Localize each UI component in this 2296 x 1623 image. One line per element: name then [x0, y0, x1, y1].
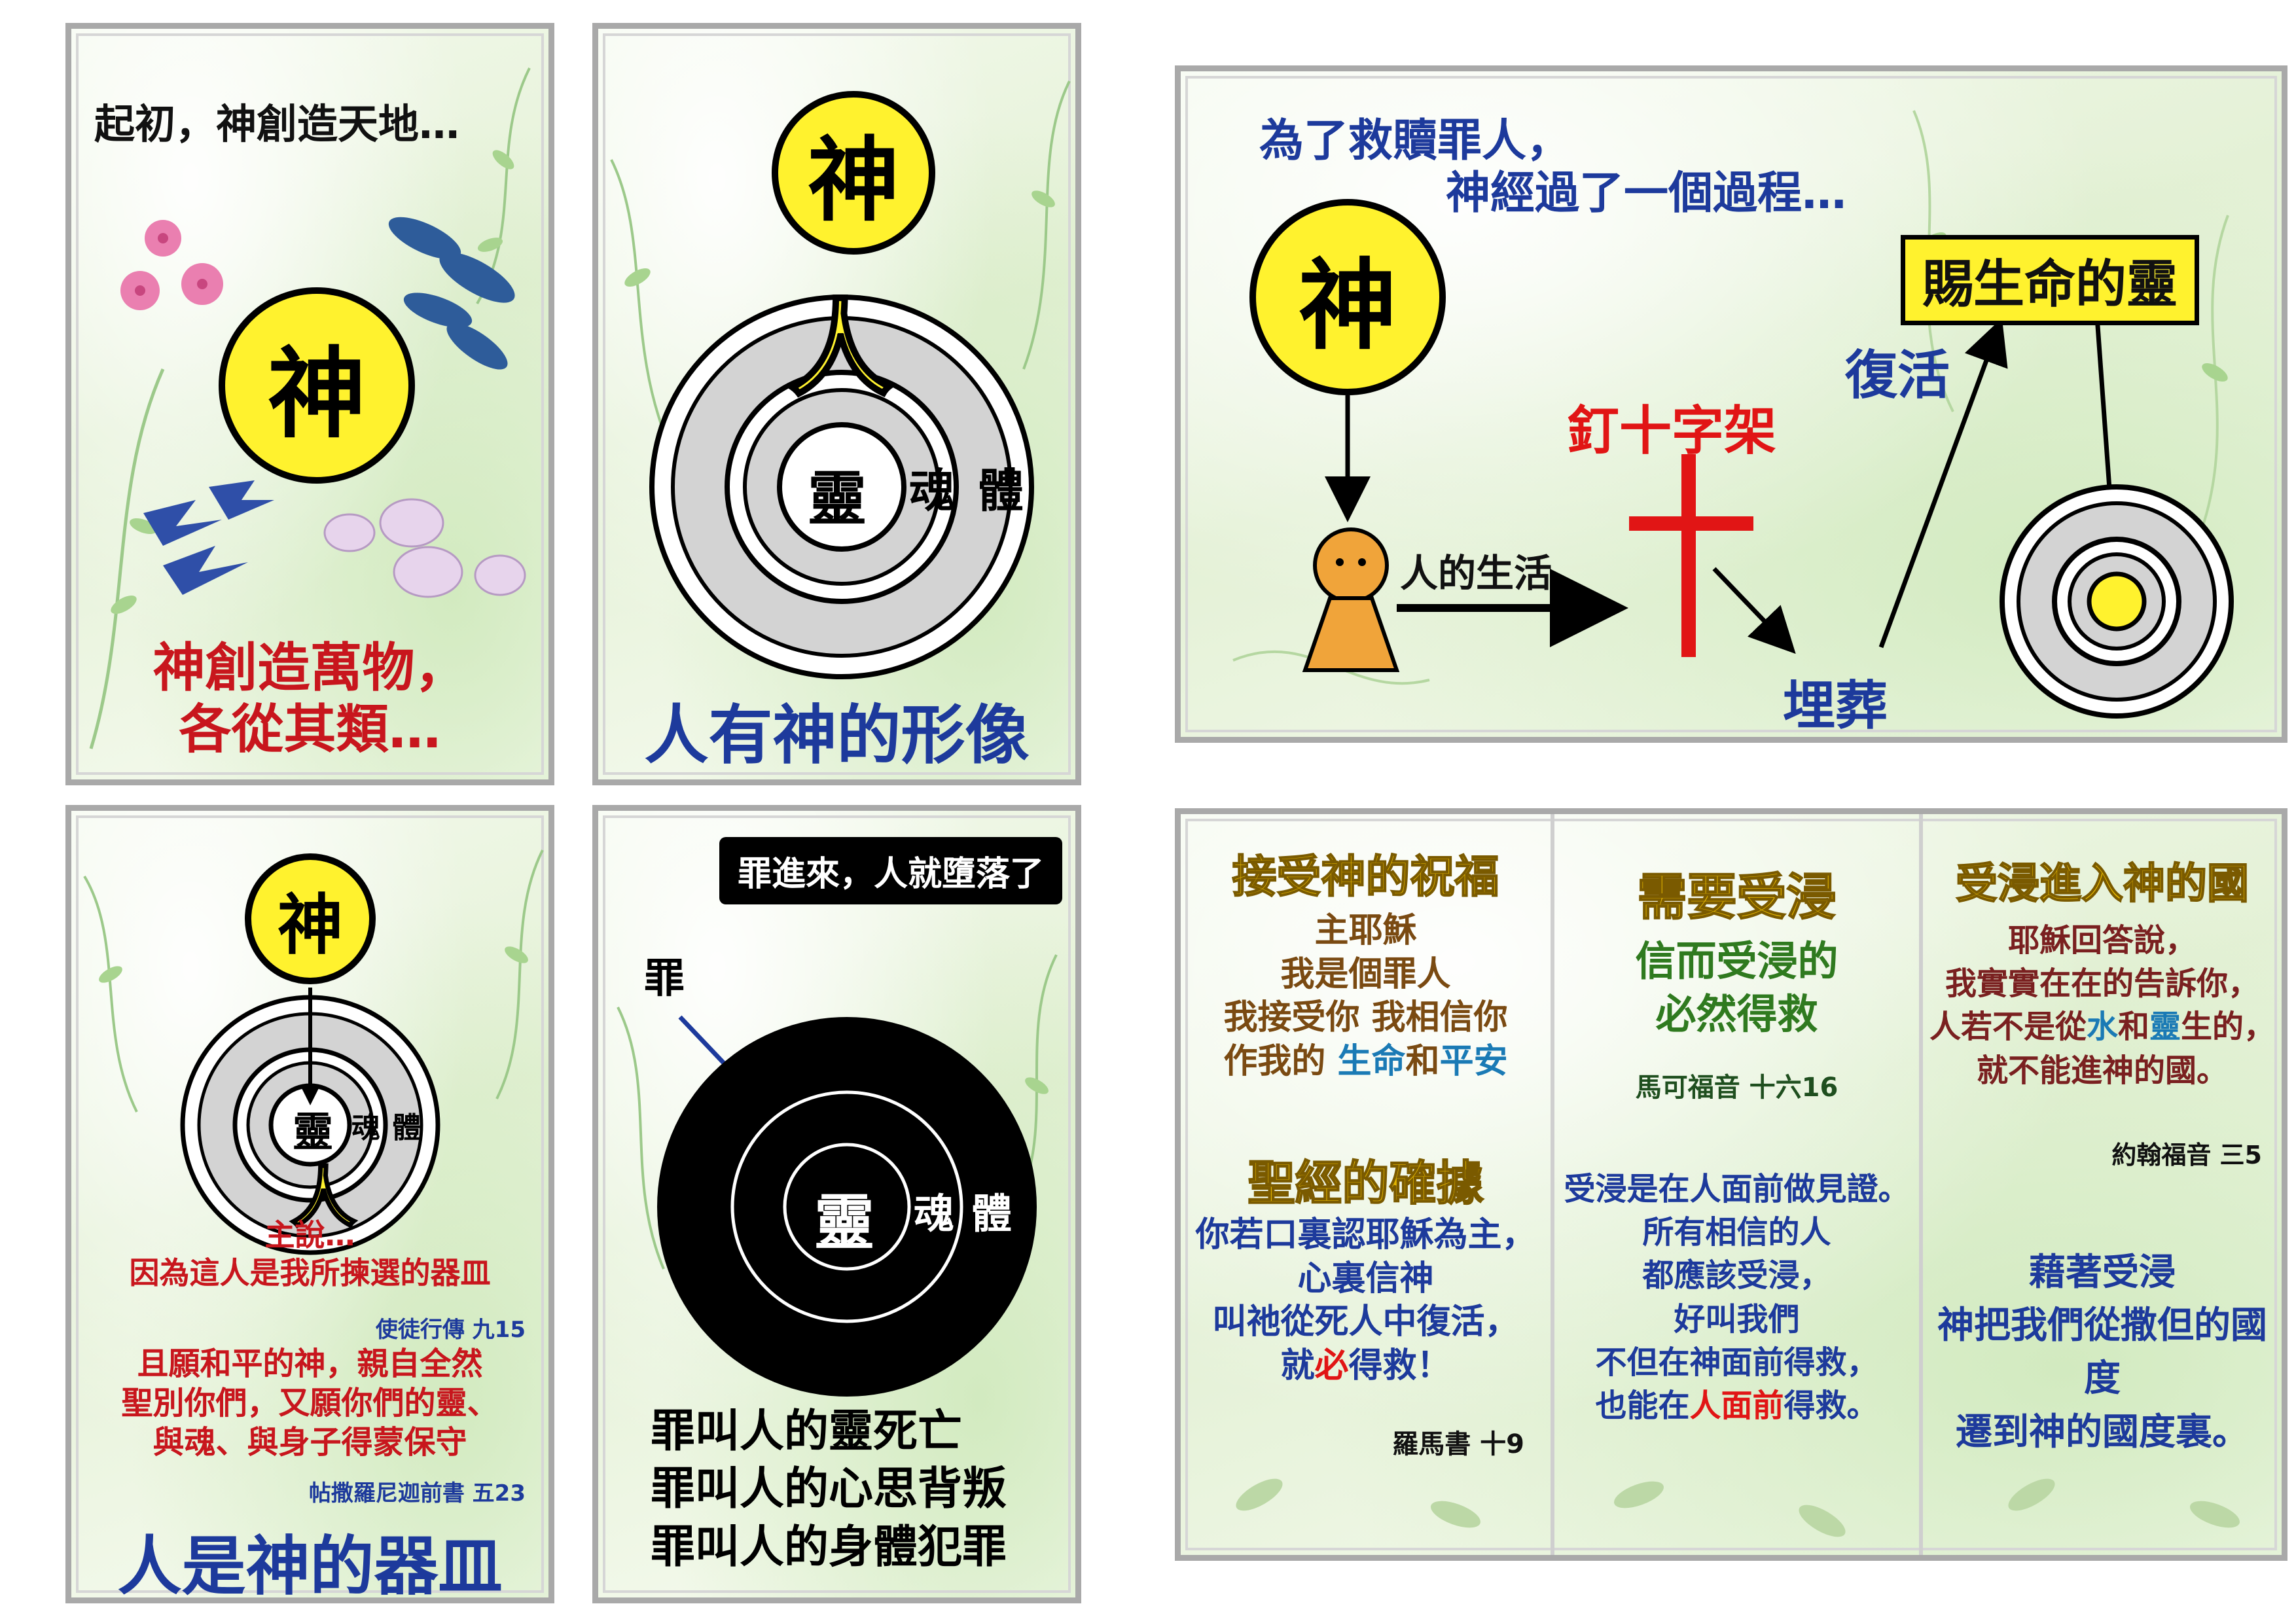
god-label: 神 — [267, 337, 366, 452]
panel1-ref: 羅馬書 十9 — [1392, 1429, 1524, 1459]
verse2-ref: 帖撒羅尼迦前書 五23 — [308, 1480, 526, 1507]
card-vessel: 神 靈 魂 體 人 主說… 因為這人是我所揀選的器皿 使徒行傳 九15 且願和平… — [65, 805, 554, 1603]
god-label: 神 — [278, 886, 343, 963]
panel2-ref: 馬可福音 十六16 — [1635, 1073, 1839, 1103]
panel1-line3: 我接受你 我相信你 — [1223, 998, 1508, 1038]
card2-caption: 人有神的形像 — [644, 698, 1030, 773]
panel1-para4: 就必得救！ — [1280, 1346, 1451, 1385]
card3-title-line2: 神經過了一個過程… — [1446, 168, 1847, 219]
panel3-para1: 藉著受浸 — [2029, 1251, 2176, 1294]
god-circle: 神 — [1249, 199, 1446, 395]
god-circle: 神 — [219, 287, 415, 484]
body-label: 體 — [971, 1190, 1013, 1238]
panel2-para5: 不但在神面前得救， — [1595, 1344, 1878, 1381]
verse1-line2: 因為這人是我所揀選的器皿 — [129, 1255, 491, 1291]
panel1-para2: 心裏信神 — [1297, 1258, 1434, 1298]
elephants-icon — [323, 498, 526, 598]
person-label: 人 — [289, 1158, 357, 1238]
panel1-line2: 我是個罪人 — [1280, 954, 1451, 994]
panel2-line1: 信而受浸的 — [1635, 937, 1839, 985]
panel3-line2: 我實實在在的告訴你， — [1945, 965, 2259, 1003]
sin-line1: 罪叫人的靈死亡 — [651, 1406, 963, 1457]
god-circle: 神 — [772, 91, 935, 255]
spirit-label: 靈 — [293, 1108, 334, 1156]
birds-icon — [143, 480, 274, 595]
panel-accept-blessing: 接受神的祝福 主耶穌 我是個罪人 我接受你 我相信你 作我的 生命和平安 聖經的… — [1181, 814, 1551, 1555]
spirit-label: 靈 — [808, 465, 867, 533]
panel3-heading: 受浸進入神的國 — [1955, 859, 2250, 909]
panel2-heading: 需要受浸 — [1637, 867, 1837, 927]
panel-divider — [1551, 814, 1554, 1555]
panel1-para3: 叫祂從死人中復活， — [1212, 1302, 1519, 1342]
panel-need-baptism: 需要受浸 信而受浸的 必然得救 馬可福音 十六16 受浸是在人面前做見證。 所有… — [1554, 814, 1919, 1555]
panel1-line4: 作我的 生命和平安 — [1223, 1041, 1508, 1081]
cross-label: 釘十字架 — [1567, 401, 1776, 461]
panel2-para3: 都應該受浸， — [1642, 1257, 1831, 1294]
flowers-icon — [120, 220, 223, 310]
panel3-line1: 耶穌回答說， — [2007, 922, 2197, 959]
card-creation: 起初，神創造天地… 神 神創造萬物 — [65, 23, 554, 785]
god-label: 神 — [1298, 249, 1397, 363]
panel2-para4: 好叫我們 — [1674, 1300, 1800, 1338]
panel2-para2: 所有相信的人 — [1642, 1214, 1831, 1251]
god-circle: 神 — [245, 853, 376, 984]
body-label: 體 — [392, 1111, 421, 1145]
body-label: 體 — [978, 464, 1024, 518]
verse1-line1: 主說… — [264, 1217, 355, 1253]
card3-title-line1: 為了救贖罪人， — [1259, 115, 1571, 167]
panel3-ref: 約翰福音 三5 — [2111, 1141, 2262, 1169]
card1-bottom-line1: 神創造萬物， — [152, 637, 467, 698]
spirit-label: 靈 — [814, 1188, 875, 1258]
soul-label: 魂 — [351, 1111, 380, 1145]
spirit-soul-body-rings — [649, 294, 1034, 679]
panel2-para1: 受浸是在人面前做見證。 — [1564, 1171, 1910, 1207]
sin-label: 罪 — [644, 954, 685, 1002]
card1-bottom-line2: 各從其類… — [179, 699, 441, 760]
panel1-heading: 接受神的祝福 — [1231, 851, 1499, 904]
panel1-line1: 主耶穌 — [1314, 911, 1417, 950]
life-giving-spirit-box: 賜生命的靈 — [1901, 235, 2200, 325]
resurrection-label: 復活 — [1845, 345, 1950, 406]
panel1-heading2: 聖經的確據 — [1247, 1155, 1484, 1211]
vessel-rings — [180, 988, 440, 1255]
life-label: 人的生活 — [1400, 551, 1552, 596]
verse1-ref: 使徒行傳 九15 — [375, 1317, 526, 1343]
sin-line2: 罪叫人的心思背叛 — [651, 1463, 1007, 1516]
panel3-line3: 人若不是從水和靈生的， — [1929, 1008, 2276, 1046]
card4-caption: 人是神的器皿 — [117, 1529, 503, 1603]
process-arrows — [1302, 316, 2234, 719]
verse2-line2: 聖別你們，又願你們的靈、 — [121, 1385, 499, 1421]
verse2-line1: 且願和平的神，親自全然 — [137, 1346, 483, 1382]
panel3-para2: 神把我們從撒但的國度 — [1937, 1304, 2267, 1400]
card-gospel-panels: 接受神的祝福 主耶穌 我是個罪人 我接受你 我相信你 作我的 生命和平安 聖經的… — [1175, 808, 2287, 1561]
verse2-line3: 與魂、與身子得蒙保守 — [152, 1424, 467, 1461]
fallen-rings — [657, 1015, 1037, 1397]
soul-label: 魂 — [909, 464, 955, 518]
panel2-line2: 必然得救 — [1655, 990, 1818, 1038]
person-label: 人 — [786, 287, 894, 412]
panel3-para3: 遷到神的國度裏。 — [1956, 1410, 2249, 1454]
panel2-para6: 也能在人面前得救。 — [1595, 1387, 1878, 1425]
panel3-line4: 就不能進神的國。 — [1976, 1052, 2228, 1089]
sin-line3: 罪叫人的身體犯罪 — [651, 1521, 1007, 1573]
god-label: 神 — [807, 128, 899, 234]
fish-icon — [388, 217, 515, 370]
sin-entered-banner: 罪進來，人就墮落了 — [719, 837, 1063, 904]
panel1-para1: 你若口裏認耶穌為主， — [1195, 1215, 1536, 1255]
card1-top-text: 起初，神創造天地… — [94, 100, 460, 148]
soul-label: 魂 — [914, 1190, 955, 1238]
card-sin: 罪進來，人就墮落了 罪 靈 魂 體 罪叫人的靈死亡 罪叫人的心思背叛 罪叫人的身… — [592, 805, 1081, 1603]
card-redemption-process: 為了救贖罪人， 神經過了一個過程… 神 人的生活 釘十字架 埋葬 復活 賜生命的… — [1175, 65, 2287, 743]
panel-enter-kingdom: 受浸進入神的國 耶穌回答說， 我實實在在的告訴你， 人若不是從水和靈生的， 就不… — [1923, 814, 2282, 1555]
burial-label: 埋葬 — [1783, 675, 1888, 736]
card-image-of-god: 神 人 靈 魂 體 人有神的形像 — [592, 23, 1081, 785]
panel-divider — [1919, 814, 1923, 1555]
